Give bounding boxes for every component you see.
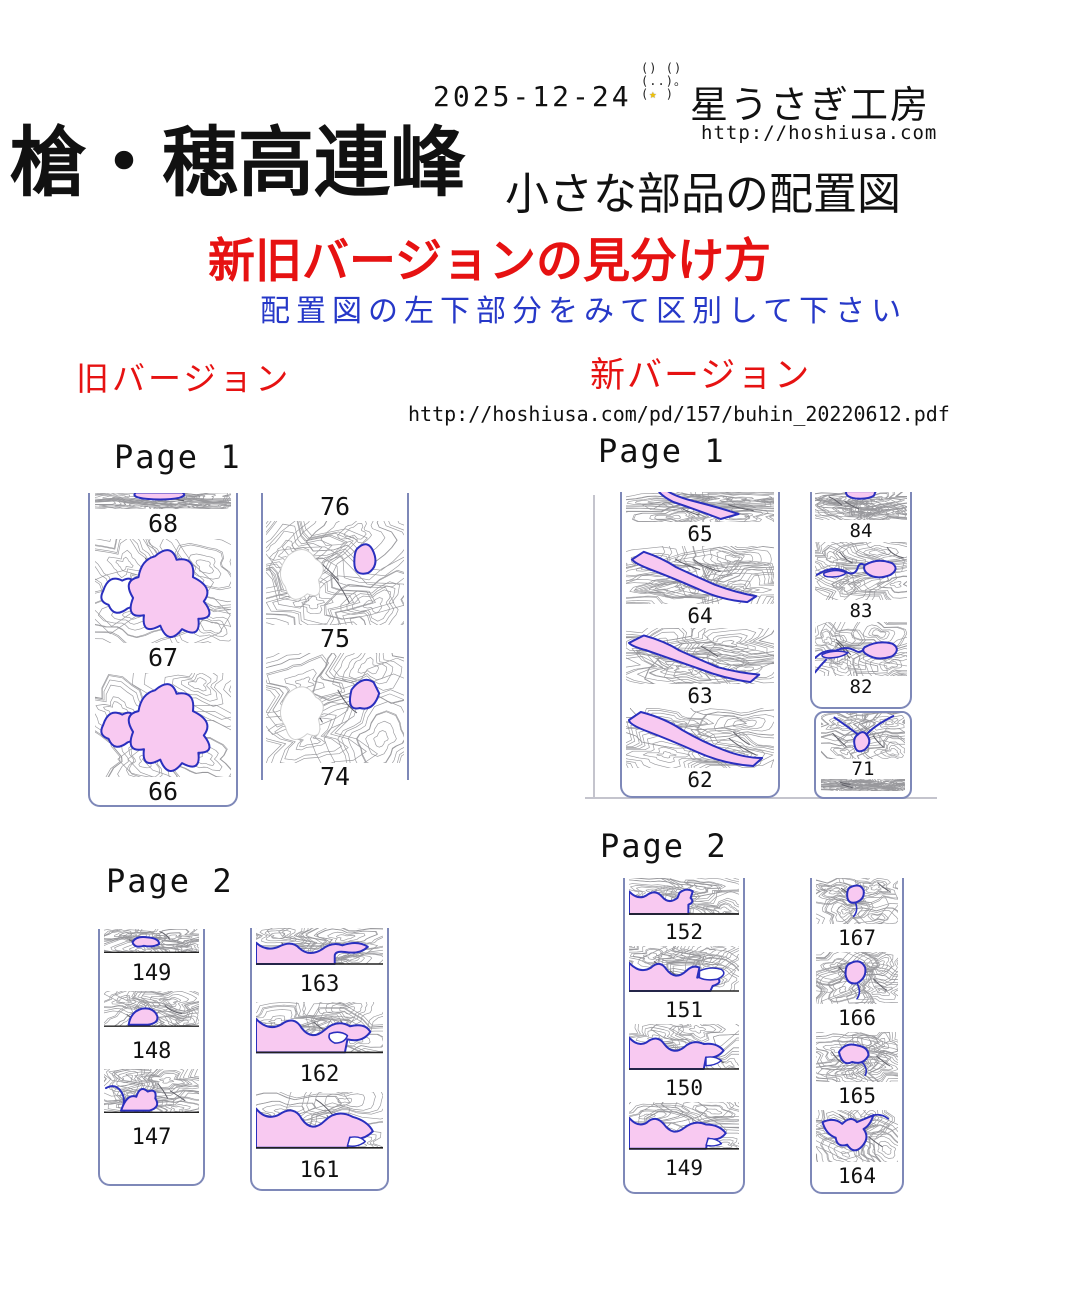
page-title: 槍・穂高連峰 bbox=[10, 121, 466, 206]
part-number: 63 bbox=[687, 684, 713, 708]
part-number: 149 bbox=[665, 1156, 703, 1180]
old-page2-column-left: 149 148 147 bbox=[98, 929, 205, 1186]
part-number: 152 bbox=[665, 920, 703, 944]
contour-map-thumbnail bbox=[256, 928, 383, 968]
page-subtitle: 小さな部品の配置図 bbox=[505, 170, 901, 219]
contour-map-thumbnail bbox=[626, 546, 774, 604]
part-number: 150 bbox=[665, 1076, 703, 1100]
part-number: 67 bbox=[147, 643, 179, 672]
contour-map-thumbnail bbox=[626, 492, 774, 522]
old-page1-column-left: 68 67 66 bbox=[88, 493, 238, 807]
contour-map-thumbnail bbox=[256, 1092, 383, 1154]
part-number: 151 bbox=[665, 998, 703, 1022]
new-page1-column-right: 84 83 82 bbox=[810, 492, 912, 709]
new-page1-heading: Page 1 bbox=[598, 432, 726, 470]
part-number: 68 bbox=[147, 509, 179, 538]
howto-heading: 新旧バージョンの見分け方 bbox=[208, 234, 772, 287]
new-version-label: 新バージョン bbox=[590, 356, 812, 395]
new-page2-column-left: 152 151 150 149 bbox=[623, 878, 745, 1194]
part-number: 82 bbox=[849, 676, 873, 698]
part-number: 161 bbox=[299, 1158, 340, 1183]
document-date: 2025-12-24 bbox=[433, 80, 632, 113]
new-page1-bottom-edge-line bbox=[585, 797, 937, 799]
contour-map-thumbnail bbox=[815, 492, 907, 520]
contour-map-thumbnail bbox=[816, 952, 898, 1004]
contour-map-thumbnail bbox=[95, 493, 231, 509]
contour-map-thumbnail bbox=[104, 929, 199, 957]
contour-map-thumbnail bbox=[104, 991, 199, 1035]
part-number: 165 bbox=[838, 1084, 876, 1108]
part-number: 65 bbox=[687, 522, 713, 546]
contour-map-thumbnail bbox=[629, 1102, 739, 1154]
contour-map-thumbnail bbox=[256, 1002, 383, 1058]
contour-map-thumbnail bbox=[95, 539, 231, 643]
contour-map-thumbnail bbox=[266, 653, 404, 763]
part-number: 83 bbox=[849, 600, 873, 622]
part-number: 148 bbox=[131, 1039, 172, 1064]
brand-name: 星うさぎ工房 bbox=[690, 85, 931, 127]
part-number: 167 bbox=[838, 926, 876, 950]
contour-map-thumbnail bbox=[626, 628, 774, 684]
rabbit-logo-ascii-art: () ()(..)。(★ ) bbox=[641, 61, 687, 101]
contour-map-thumbnail bbox=[104, 1069, 199, 1121]
part-number: 164 bbox=[838, 1164, 876, 1188]
contour-map-thumbnail bbox=[629, 1024, 739, 1074]
contour-map-thumbnail bbox=[629, 878, 739, 918]
part-number: 84 bbox=[849, 520, 873, 542]
new-version-pdf-link[interactable]: http://hoshiusa.com/pd/157/buhin_2022061… bbox=[408, 402, 950, 426]
part-number: 74 bbox=[319, 762, 351, 791]
part-number: 147 bbox=[131, 1125, 172, 1150]
old-page2-heading: Page 2 bbox=[106, 862, 234, 900]
contour-map-thumbnail bbox=[816, 878, 898, 924]
part-number: 76 bbox=[319, 492, 351, 521]
contour-map-thumbnail bbox=[815, 542, 907, 600]
new-page2-column-right: 167 166 165 164 bbox=[810, 878, 904, 1194]
contour-map-thumbnail bbox=[266, 521, 404, 625]
old-page2-column-right: 163 162 161 bbox=[250, 928, 389, 1191]
site-url-link[interactable]: http://hoshiusa.com bbox=[701, 122, 938, 144]
part-number: 149 bbox=[131, 961, 172, 986]
contour-map-thumbnail bbox=[821, 779, 905, 791]
part-number: 71 bbox=[851, 758, 875, 780]
new-page1-box-71: 71 bbox=[814, 711, 912, 799]
old-version-label: 旧バージョン bbox=[76, 360, 292, 397]
contour-map-thumbnail bbox=[821, 713, 905, 759]
part-number: 66 bbox=[147, 777, 179, 806]
part-number: 75 bbox=[319, 624, 351, 653]
old-page1-heading: Page 1 bbox=[114, 438, 242, 476]
part-number: 62 bbox=[687, 768, 713, 792]
part-number: 166 bbox=[838, 1006, 876, 1030]
new-page1-column-left: 65 64 63 62 bbox=[620, 492, 780, 798]
part-number: 64 bbox=[687, 604, 713, 628]
contour-map-thumbnail bbox=[95, 673, 231, 777]
part-number: 162 bbox=[299, 1062, 340, 1087]
new-page2-heading: Page 2 bbox=[600, 827, 728, 865]
old-page1-column-right: 76 75 74 bbox=[261, 492, 409, 791]
contour-map-thumbnail bbox=[626, 708, 774, 768]
contour-map-thumbnail bbox=[629, 946, 739, 996]
contour-map-thumbnail bbox=[816, 1110, 898, 1162]
howto-subheading: 配置図の左下部分をみて区別して下さい bbox=[260, 295, 908, 328]
contour-map-thumbnail bbox=[816, 1032, 898, 1082]
new-page1-left-edge-line bbox=[593, 495, 595, 798]
star-icon: ★ bbox=[649, 87, 658, 101]
contour-map-thumbnail bbox=[815, 622, 907, 676]
part-number: 163 bbox=[299, 972, 340, 997]
